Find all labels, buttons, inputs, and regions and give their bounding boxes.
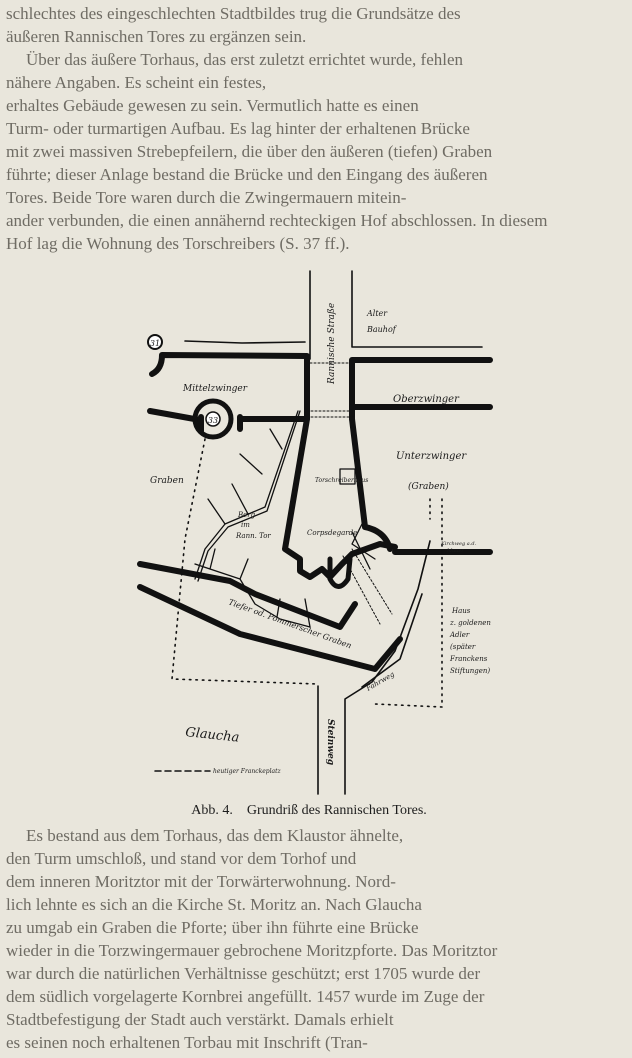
- svg-text:33: 33: [208, 416, 218, 425]
- text-line: Turm- oder turmartigen Aufbau. Es lag hi…: [6, 119, 470, 138]
- street-lines: [184, 270, 483, 360]
- svg-text:Haus: Haus: [451, 607, 471, 615]
- text-line: Es bestand aus dem Torhaus, das dem Klau…: [26, 826, 404, 845]
- text-line: erhaltes Gebäude gewesen zu sein. Vermut…: [6, 96, 419, 115]
- label-berg-im: im: [241, 521, 250, 529]
- label-unterzwinger-graben: (Graben): [408, 481, 449, 492]
- text-line: nähere Angaben. Es scheint ein festes,: [6, 73, 267, 92]
- text-line: Hof lag die Wohnung des Torschreibers (S…: [6, 234, 350, 253]
- body-text-before-figure: schlechtes des eingeschlechten Stadtbild…: [0, 0, 632, 259]
- text-line: den Turm umschloß, und stand vor dem Tor…: [6, 849, 357, 868]
- label-corpsdegarde: Corpsdegarde: [307, 529, 357, 537]
- caption-title: Grundriß des Rannischen Tores.: [246, 803, 427, 818]
- label-bauhof: Bauhof: [366, 325, 398, 334]
- text-line: dem inneren Moritztor mit der Torwärterw…: [6, 872, 396, 891]
- label-kirchweg: Kirchweg a.d.: [440, 541, 477, 547]
- label-glaucha: Glaucha: [185, 725, 240, 746]
- text-line: Stadtbefestigung der Stadt auch verstärk…: [6, 1010, 394, 1029]
- svg-text:Stiftungen): Stiftungen): [450, 667, 490, 675]
- label-mittelzwinger: Mittelzwinger: [182, 384, 248, 394]
- label-mauer: Mauer: [446, 548, 464, 554]
- label-steinweg: Steinweg: [325, 719, 335, 765]
- text-line: ander verbunden, die einen annähernd rec…: [6, 211, 548, 230]
- marker-31: 31: [147, 334, 163, 350]
- text-line: lich lehnte es sich an die Kirche St. Mo…: [6, 895, 422, 914]
- svg-text:Adler: Adler: [449, 631, 470, 639]
- text-line: es seinen noch erhaltenen Torbau mit Ins…: [6, 1033, 368, 1052]
- text-line: führte; dieser Anlage bestand die Brücke…: [6, 165, 488, 184]
- label-haus-goldener-adler: Haus z. goldenen Adler (später Franckens…: [449, 607, 491, 675]
- label-alter: Alter: [366, 309, 388, 318]
- figure: 31 33 Rannische Straße Alter Bauhof Mitt…: [0, 259, 632, 799]
- figure-caption: Abb. 4. Grundriß des Rannischen Tores.: [0, 799, 632, 822]
- text-line: Über das äußere Torhaus, das erst zuletz…: [26, 50, 464, 69]
- text-line: war durch die natürlichen Verhältnisse g…: [6, 964, 481, 983]
- gate-plan-map: 31 33 Rannische Straße Alter Bauhof Mitt…: [137, 270, 493, 795]
- svg-text:Franckens: Franckens: [449, 655, 488, 663]
- label-unterzwinger: Unterzwinger: [396, 451, 467, 462]
- label-legend-franckeplatz: heutiger Franckeplatz: [213, 768, 282, 775]
- label-berg: Berg: [237, 511, 256, 519]
- text-line: dem südlich vorgelagerte Kornbrei angefü…: [6, 987, 485, 1006]
- label-oberzwinger: Oberzwinger: [393, 394, 460, 405]
- svg-text:z. goldenen: z. goldenen: [449, 619, 491, 627]
- label-torschreiberhaus: Torschreiberhaus: [315, 477, 368, 484]
- text-line: zu umgab ein Graben die Pforte; über ihn…: [6, 918, 419, 937]
- svg-text:31: 31: [150, 339, 160, 348]
- svg-text:(später: (später: [450, 643, 476, 651]
- text-line: Tores. Beide Tore waren durch die Zwinge…: [6, 188, 407, 207]
- label-street: Rannische Straße: [327, 303, 337, 385]
- text-line: schlechtes des eingeschlechten Stadtbild…: [6, 4, 461, 23]
- text-line: wieder in die Torzwingermauer gebrochene…: [6, 941, 498, 960]
- hill-outline: [194, 410, 376, 628]
- text-line: mit zwei massiven Strebepfeilern, die üb…: [6, 142, 493, 161]
- marker-33: 33: [205, 411, 221, 427]
- bastion-33: [192, 398, 234, 440]
- text-line: äußeren Rannischen Tores zu ergänzen sei…: [6, 27, 307, 46]
- label-graben: Graben: [150, 476, 184, 486]
- caption-number: Abb. 4.: [191, 803, 233, 818]
- body-text-after-figure: Es bestand aus dem Torhaus, das dem Klau…: [0, 822, 632, 1058]
- label-berg-rann-tor: Rann. Tor: [235, 532, 271, 540]
